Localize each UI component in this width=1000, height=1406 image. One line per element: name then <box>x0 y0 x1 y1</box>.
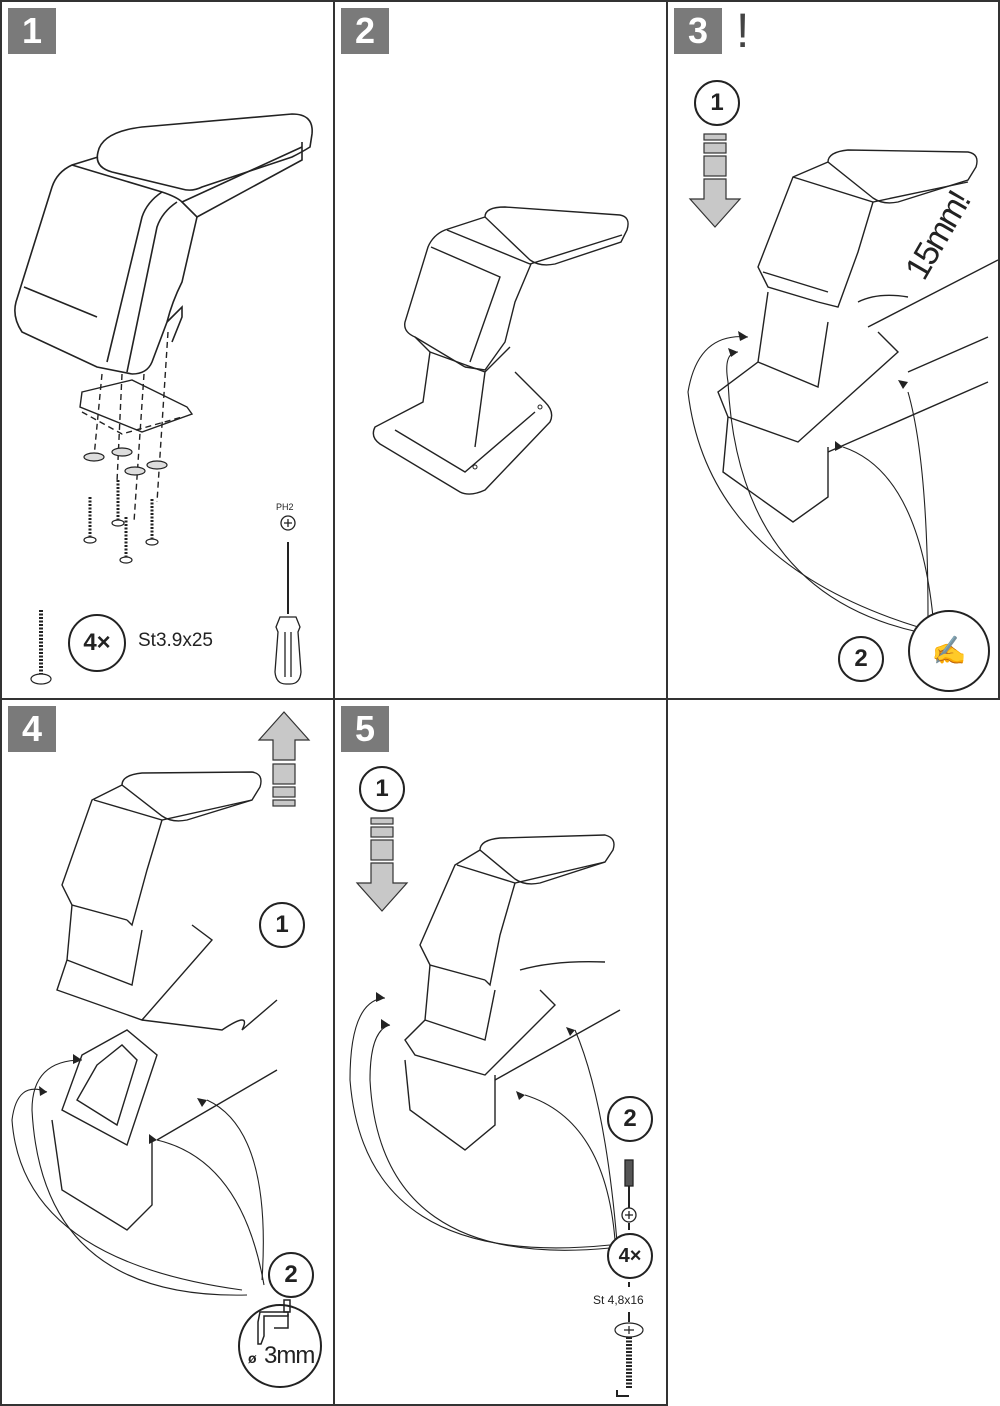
step-4-panel: 4 <box>0 698 335 1406</box>
screw-icon <box>30 610 52 685</box>
substep-2-badge: 2 <box>607 1096 653 1142</box>
screwdriver-icon <box>274 515 302 685</box>
down-arrow-icon <box>688 133 742 228</box>
step-3-illustration <box>687 133 998 633</box>
screw-icon <box>614 1322 644 1397</box>
step-3-panel: 3 ! 1 <box>666 0 1000 700</box>
step-4-badge: 4 <box>8 706 56 752</box>
mark-with-pen-icon: ✍ <box>908 610 990 692</box>
drill-detail-circle <box>238 1304 322 1388</box>
step-3-badge: 3 <box>674 8 722 54</box>
washers <box>83 447 168 476</box>
step-5-illustration <box>349 817 644 1397</box>
down-arrow-icon <box>355 817 409 912</box>
step-2-panel: 2 <box>333 0 668 700</box>
substep-1-badge: 1 <box>359 766 405 812</box>
step-5-panel: 5 1 <box>333 698 668 1406</box>
drill-icon <box>257 1299 291 1345</box>
substep-2-badge: 2 <box>838 636 884 682</box>
step-2-badge: 2 <box>341 8 389 54</box>
screws <box>83 480 159 564</box>
screw-count-badge: 4× <box>68 614 126 672</box>
guide-curves <box>687 336 934 633</box>
empty-area <box>668 700 1000 1406</box>
drill-size-label: 3mm <box>264 1342 315 1369</box>
armrest-exploded-illustration <box>14 113 313 685</box>
up-arrow-icon <box>257 711 311 807</box>
armrest-assembled-illustration <box>372 206 629 495</box>
step-1-badge: 1 <box>8 8 56 54</box>
screwdriver-icon <box>621 1159 637 1322</box>
drill-diameter-symbol: ø <box>248 1350 257 1366</box>
screw-count-badge: 4× <box>607 1233 653 1279</box>
screw-spec-label: St3.9x25 <box>138 630 213 651</box>
substep-1-badge: 1 <box>259 902 305 948</box>
warning-mark: ! <box>736 5 750 58</box>
substep-1-badge: 1 <box>694 80 740 126</box>
bit-size-label: PH2 <box>276 502 294 512</box>
step-4-illustration <box>11 711 311 1296</box>
screw-spec-label: St 4,8x16 <box>593 1293 644 1307</box>
step-5-badge: 5 <box>341 706 389 752</box>
step-1-panel: 1 <box>0 0 335 700</box>
substep-2-badge: 2 <box>268 1252 314 1298</box>
